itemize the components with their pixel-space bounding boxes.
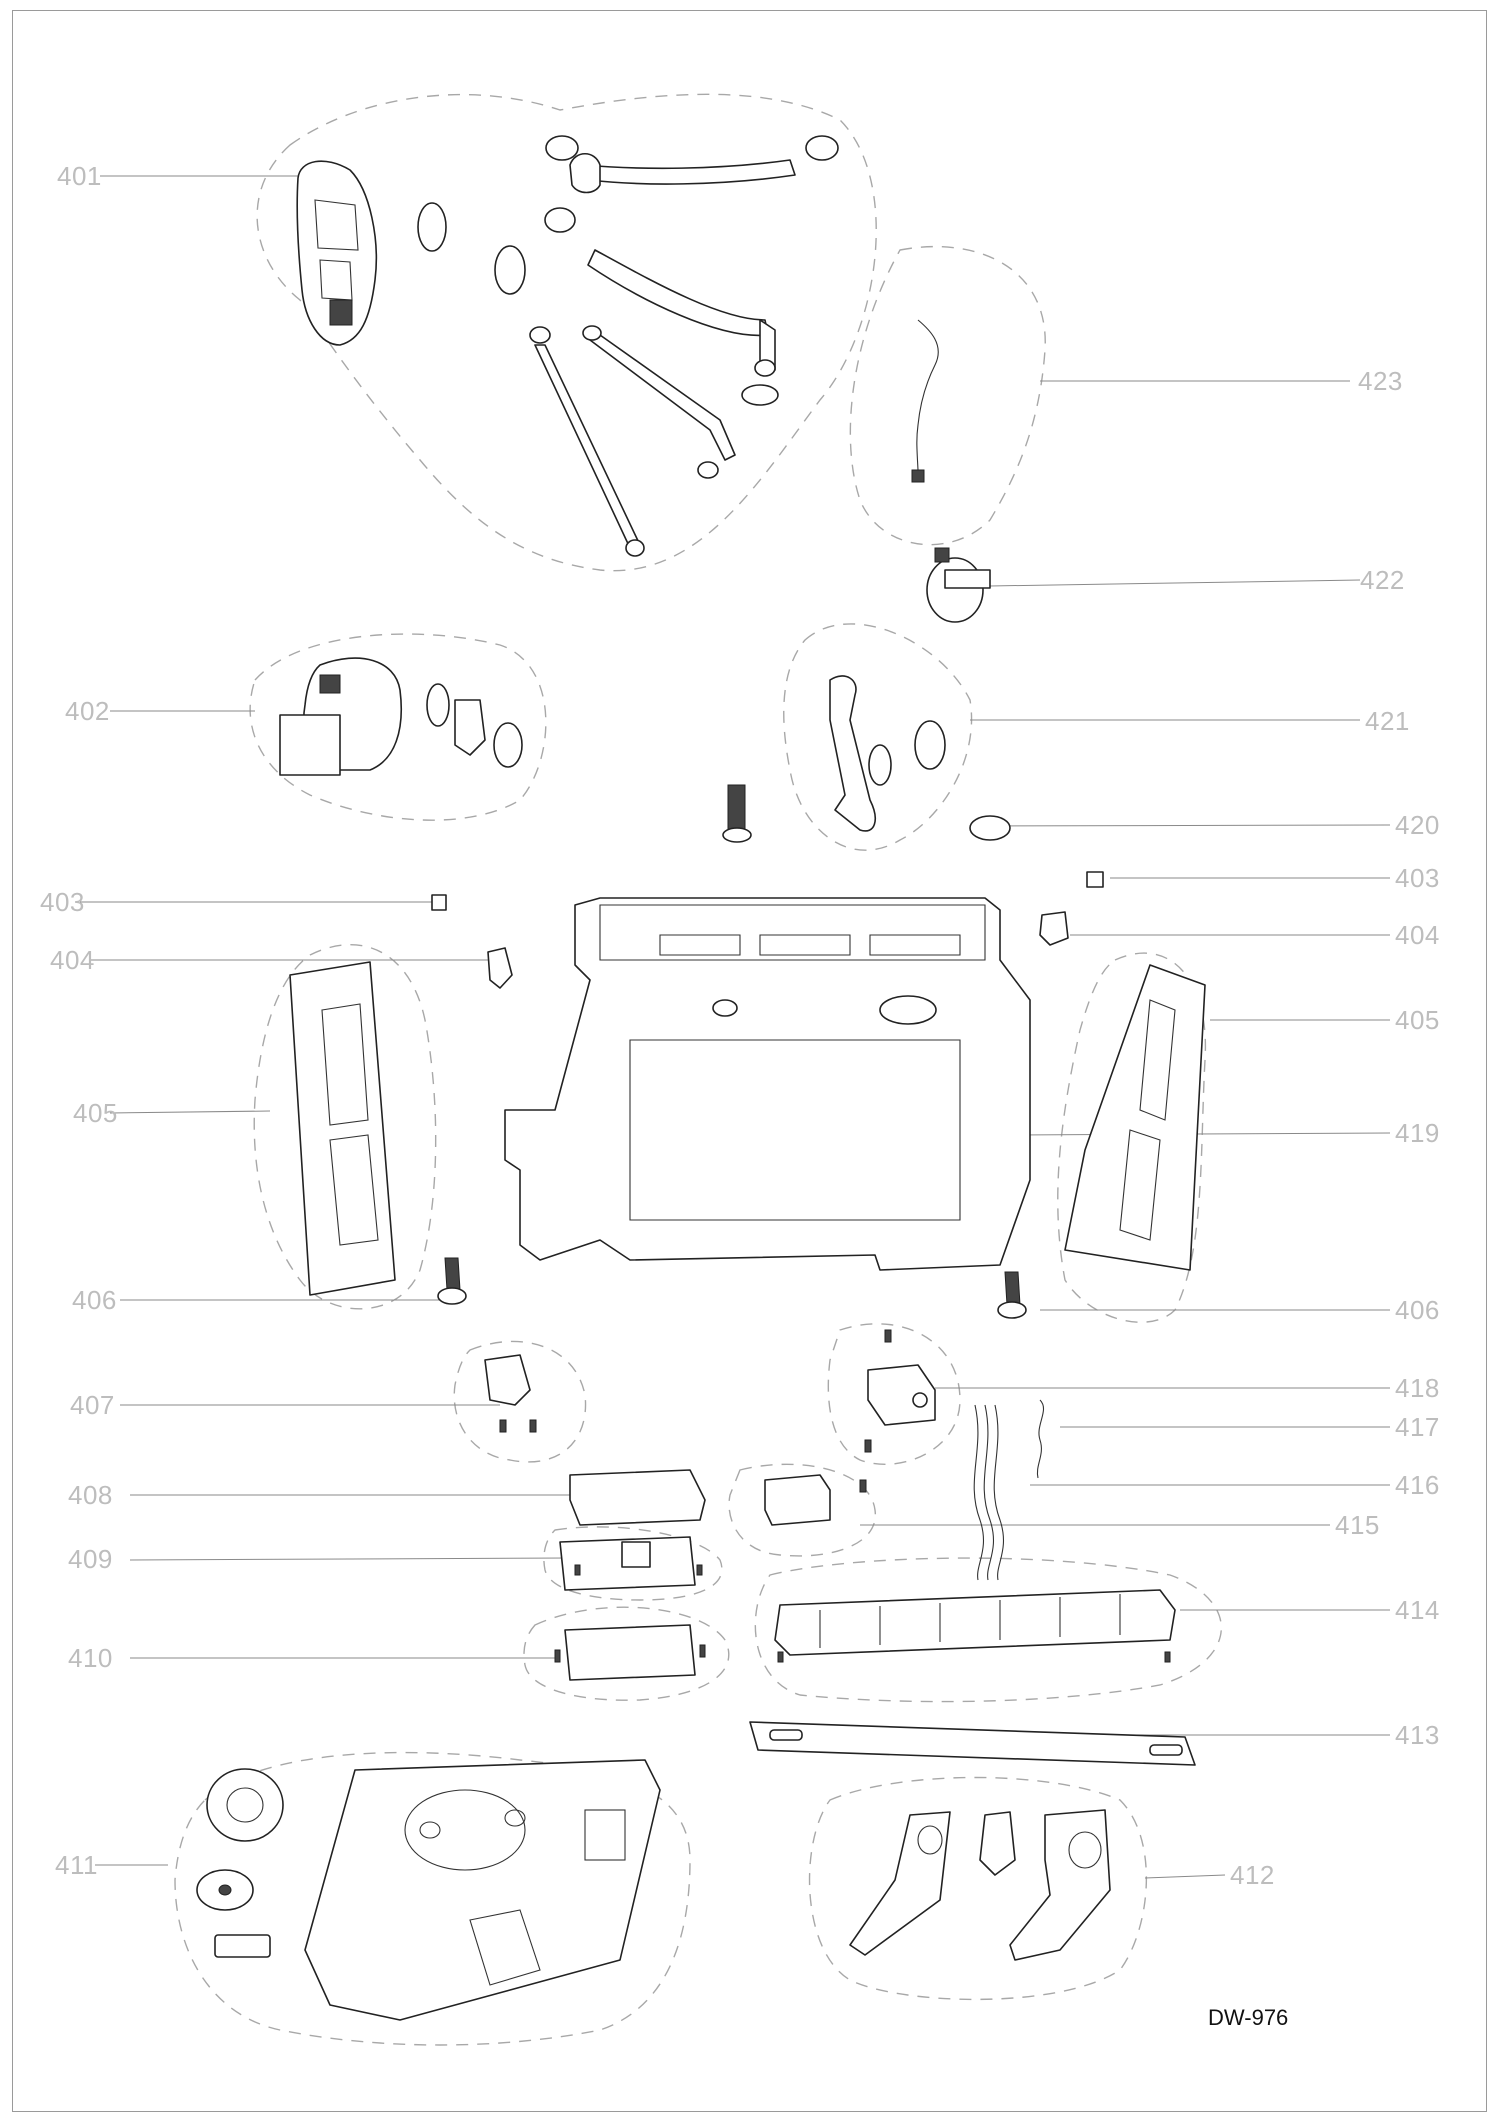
label-403-left: 403 — [40, 887, 85, 917]
part-filter-disc-2 — [914, 720, 946, 770]
label-410: 410 — [68, 1643, 113, 1673]
drawing-frame — [12, 10, 1487, 2112]
group-outline-407 — [453, 1340, 587, 1463]
group-outline-421 — [783, 623, 973, 851]
part-404-latch-left — [487, 947, 513, 989]
label-404-left: 404 — [50, 945, 95, 975]
label-416: 416 — [1395, 1470, 1440, 1500]
part-402-pump-cover — [279, 657, 402, 776]
group-outline-412 — [808, 1776, 1148, 2001]
part-401-sump-housing — [296, 160, 378, 346]
label-414: 414 — [1395, 1595, 1440, 1625]
group-outline-405-left — [253, 944, 437, 1310]
label-415: 415 — [1335, 1510, 1380, 1540]
part-403-clip-right — [1086, 871, 1104, 888]
part-409-pcb — [559, 1536, 703, 1591]
part-406-leveling-foot-right — [997, 1271, 1027, 1319]
part-drain-hose-upper — [545, 135, 839, 194]
label-422: 422 — [1360, 565, 1405, 595]
label-419: 419 — [1395, 1118, 1440, 1148]
label-406-left: 406 — [72, 1285, 117, 1315]
part-406-leveling-foot-left — [437, 1257, 467, 1305]
part-straight-pipe — [529, 326, 645, 557]
part-gasket-ring-3 — [868, 744, 892, 786]
group-outline-411 — [174, 1751, 691, 2046]
part-bent-pipe — [582, 325, 736, 479]
group-outline-408-409 — [543, 1526, 723, 1601]
label-423: 423 — [1358, 366, 1403, 396]
part-gasket-ring-1 — [417, 202, 447, 252]
label-406-right: 406 — [1395, 1295, 1440, 1325]
part-pump-bracket — [454, 699, 523, 768]
label-407: 407 — [70, 1390, 115, 1420]
part-411-microswitch — [214, 1934, 271, 1958]
part-419-base-frame — [504, 897, 1031, 1271]
part-405-side-panel-left — [289, 961, 396, 1296]
label-420: 420 — [1395, 810, 1440, 840]
part-404-latch-right — [1039, 911, 1069, 946]
part-421-spray-arm — [829, 675, 876, 832]
part-412-hinge-right — [1009, 1809, 1111, 1961]
label-405-left: 405 — [73, 1098, 118, 1128]
part-filter-disc-1 — [494, 245, 526, 295]
part-408-control-housing — [569, 1469, 706, 1526]
part-420-washer — [969, 815, 1011, 841]
part-410-module-box — [554, 1624, 706, 1681]
part-422-pressure-switch — [926, 547, 991, 623]
group-outline-410 — [523, 1606, 730, 1701]
part-414-front-rail — [774, 1589, 1176, 1663]
label-403-right: 403 — [1395, 863, 1440, 893]
group-outline-418 — [827, 1323, 961, 1465]
part-413-front-strip — [749, 1721, 1196, 1766]
label-418: 418 — [1395, 1373, 1440, 1403]
part-gasket-ring-2 — [426, 683, 450, 727]
label-408: 408 — [68, 1480, 113, 1510]
group-outline-423 — [849, 246, 1046, 546]
part-412-hinge-center — [979, 1811, 1016, 1876]
label-404-right: 404 — [1395, 920, 1440, 950]
part-drain-hose-lower — [544, 207, 779, 406]
label-405-right: 405 — [1395, 1005, 1440, 1035]
label-411: 411 — [55, 1850, 98, 1880]
label-401: 401 — [57, 161, 102, 191]
part-403-clip-left — [431, 894, 447, 911]
label-417: 417 — [1395, 1412, 1440, 1442]
part-411-base-tray — [304, 1759, 661, 2021]
group-outline-402 — [249, 633, 547, 821]
label-412: 412 — [1230, 1860, 1275, 1890]
part-418-bracket — [867, 1329, 936, 1426]
part-417-wire — [1036, 1399, 1045, 1479]
group-outline-414 — [754, 1557, 1222, 1703]
model-number: DW-976 — [1208, 2005, 1289, 2030]
part-423-wire-clip — [911, 469, 925, 483]
part-416-wire-harness — [973, 1404, 1004, 1581]
part-screw-bolt-top — [722, 784, 752, 843]
part-411-filter-plate — [206, 1768, 284, 1842]
part-412-hinge-left — [849, 1811, 951, 1956]
part-405-side-panel-right — [1064, 964, 1206, 1271]
label-413: 413 — [1395, 1720, 1440, 1750]
part-415-cover-bracket — [764, 1439, 872, 1526]
label-421: 421 — [1365, 706, 1410, 736]
group-outline-415 — [728, 1463, 876, 1557]
part-423-sensor-wire — [916, 319, 939, 471]
label-409: 409 — [68, 1544, 113, 1574]
label-402: 402 — [65, 696, 110, 726]
part-411-disc-center — [218, 1884, 232, 1896]
part-407-inlet-valve — [484, 1354, 537, 1433]
